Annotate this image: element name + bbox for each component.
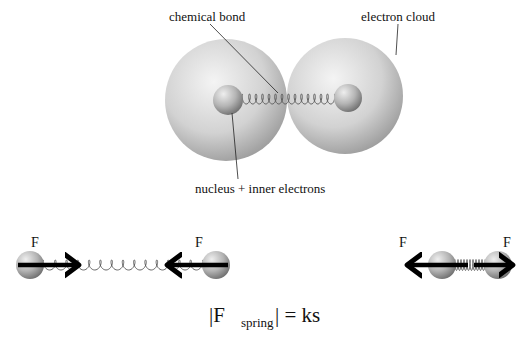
force-label: F⃗	[195, 236, 214, 250]
formula: |F⃗	[209, 305, 241, 326]
force-arrow	[168, 263, 228, 268]
callout-label: nucleus + inner electrons	[195, 182, 325, 195]
nucleus	[213, 85, 243, 115]
spring	[242, 94, 335, 104]
leader-line	[396, 24, 398, 55]
callout-label: chemical bond	[169, 10, 245, 23]
nucleus	[334, 84, 362, 112]
formula: | = ks	[275, 305, 320, 326]
electron-cloud	[287, 38, 403, 154]
force-label: F⃗	[31, 236, 50, 250]
force-arrow	[408, 263, 468, 268]
force-label: F⃗	[503, 236, 522, 250]
callout-label: electron cloud	[361, 10, 435, 23]
force-arrow	[18, 263, 78, 268]
leader-line	[232, 113, 238, 179]
spring-coil	[242, 94, 335, 104]
force-label: F⃗	[399, 236, 418, 250]
formula-subscript: spring	[241, 316, 274, 329]
force-arrow	[474, 263, 512, 268]
leader-line	[210, 24, 278, 93]
